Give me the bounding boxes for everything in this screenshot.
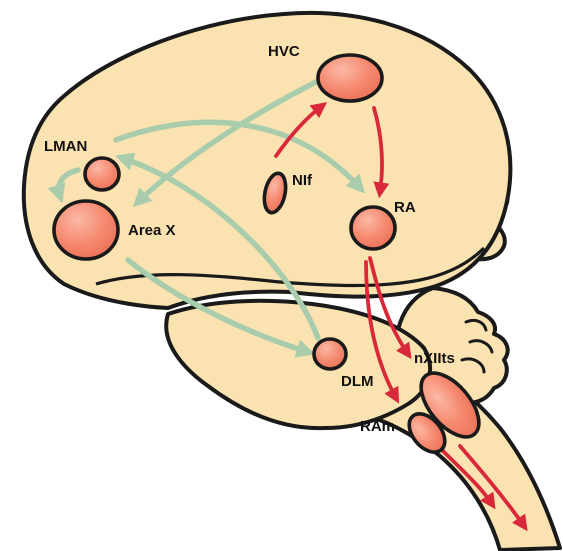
label-lman: LMAN <box>44 138 87 155</box>
label-dlm: DLM <box>341 373 374 390</box>
label-ram: RAm <box>360 418 395 435</box>
label-area-x: Area X <box>128 222 176 239</box>
nucleus-ra <box>351 207 395 249</box>
nucleus-dlm <box>314 339 346 369</box>
label-ra: RA <box>394 199 416 216</box>
nucleus-lman <box>85 158 119 190</box>
nucleus-area-x <box>54 201 118 259</box>
label-hvc: HVC <box>268 43 300 60</box>
nucleus-hvc <box>318 55 382 101</box>
label-nif: NIf <box>292 172 313 189</box>
label-nxiits: nXIIts <box>414 350 455 367</box>
